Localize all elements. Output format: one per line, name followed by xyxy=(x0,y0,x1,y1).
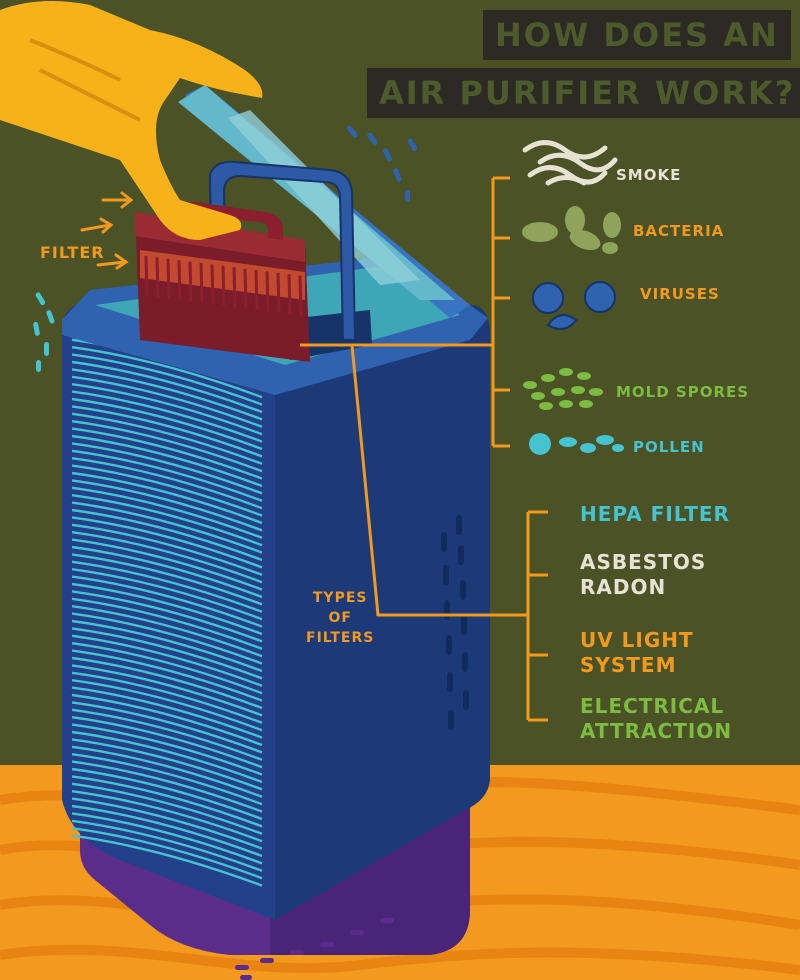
filter-type-asbestos-line-1: ASBESTOS xyxy=(580,550,707,574)
filter-arrows xyxy=(80,191,134,270)
mold-spores-icon xyxy=(523,368,603,410)
hands xyxy=(0,1,263,240)
airflow-dots-floor xyxy=(235,918,394,980)
filter-type-uv-light: UV LIGHT SYSTEM xyxy=(580,628,694,678)
purifier-lid xyxy=(178,85,470,318)
filter-type-asbestos-radon: ASBESTOS RADON xyxy=(580,550,706,600)
pollutant-label-mold-spores: MOLD SPORES xyxy=(616,383,750,401)
pollutant-label-smoke: SMOKE xyxy=(616,166,682,184)
filter-type-electrical: ELECTRICAL ATTRACTION xyxy=(580,694,732,744)
virus-icon xyxy=(532,281,616,330)
filter-type-electrical-line-2: ATTRACTION xyxy=(580,719,733,743)
filter-type-uv-line-1: UV LIGHT xyxy=(580,628,694,652)
types-label-line-3: FILTERS xyxy=(306,630,375,646)
lid-handle xyxy=(208,160,357,341)
title-line-2: AIR PURIFIER WORK? xyxy=(367,68,800,118)
pollutant-label-bacteria: BACTERIA xyxy=(633,222,725,240)
types-label-line-2: OF xyxy=(328,610,352,626)
airflow-dots-right xyxy=(346,125,418,202)
title-line-1: HOW DOES AN xyxy=(483,10,791,60)
filter-pleats xyxy=(144,255,303,316)
filter-type-hepa-line-1: HEPA FILTER xyxy=(580,502,730,526)
bacteria-icon xyxy=(522,206,621,254)
pollutant-label-viruses: VIRUSES xyxy=(640,285,720,303)
filter-type-electrical-line-1: ELECTRICAL xyxy=(580,694,725,718)
pollutant-label-pollen: POLLEN xyxy=(633,438,705,456)
filter-type-hepa: HEPA FILTER xyxy=(580,502,730,527)
types-label-line-1: TYPES xyxy=(312,590,368,606)
pollen-icon xyxy=(529,433,624,455)
airflow-dots-left xyxy=(33,292,55,372)
filter-type-asbestos-line-2: RADON xyxy=(580,575,667,599)
types-of-filters-label: TYPES OF FILTERS xyxy=(306,588,374,648)
filter-type-uv-line-2: SYSTEM xyxy=(580,653,677,677)
purifier-right-face xyxy=(275,305,490,920)
smoke-icon xyxy=(522,140,618,186)
connector-lines xyxy=(300,176,548,722)
filter-label: FILTER xyxy=(40,243,105,262)
